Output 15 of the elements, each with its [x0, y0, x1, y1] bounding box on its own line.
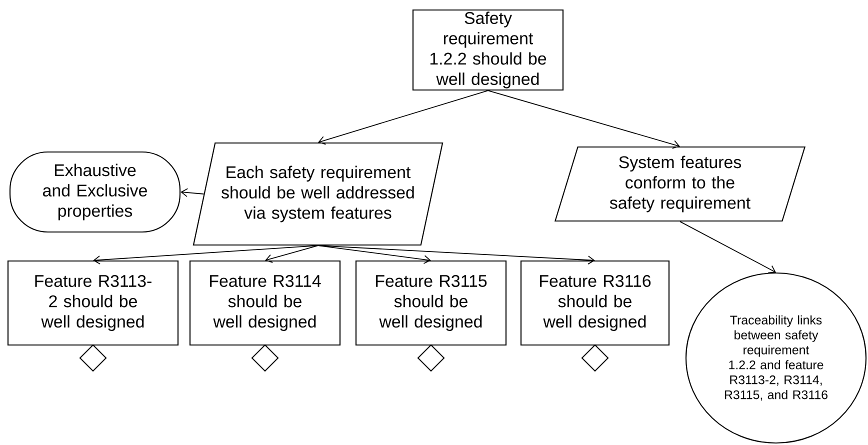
arrow: [318, 90, 488, 145]
arrow: [318, 245, 431, 264]
arrow: [488, 90, 680, 149]
arrow: [265, 245, 318, 263]
goal-box: Feature R3114 should be well designed: [189, 260, 341, 346]
arrow: [93, 245, 318, 264]
strategy-parallelogram: Each safety requirement should be well addressed via system features: [192, 142, 444, 246]
goal-box: Feature R3113-2 should be well designed: [7, 260, 179, 346]
arrow: [680, 221, 776, 274]
arrow: [318, 245, 595, 264]
goal-box: Feature R3116 should be well designed: [520, 260, 670, 346]
arrow: [180, 188, 204, 197]
goal-box: Safety requirement 1.2.2 should be well designed: [412, 9, 564, 91]
context-stadium: Exhaustive and Exclusive properties: [9, 151, 181, 233]
goal-box: Feature R3115 should be well designed: [355, 260, 507, 346]
